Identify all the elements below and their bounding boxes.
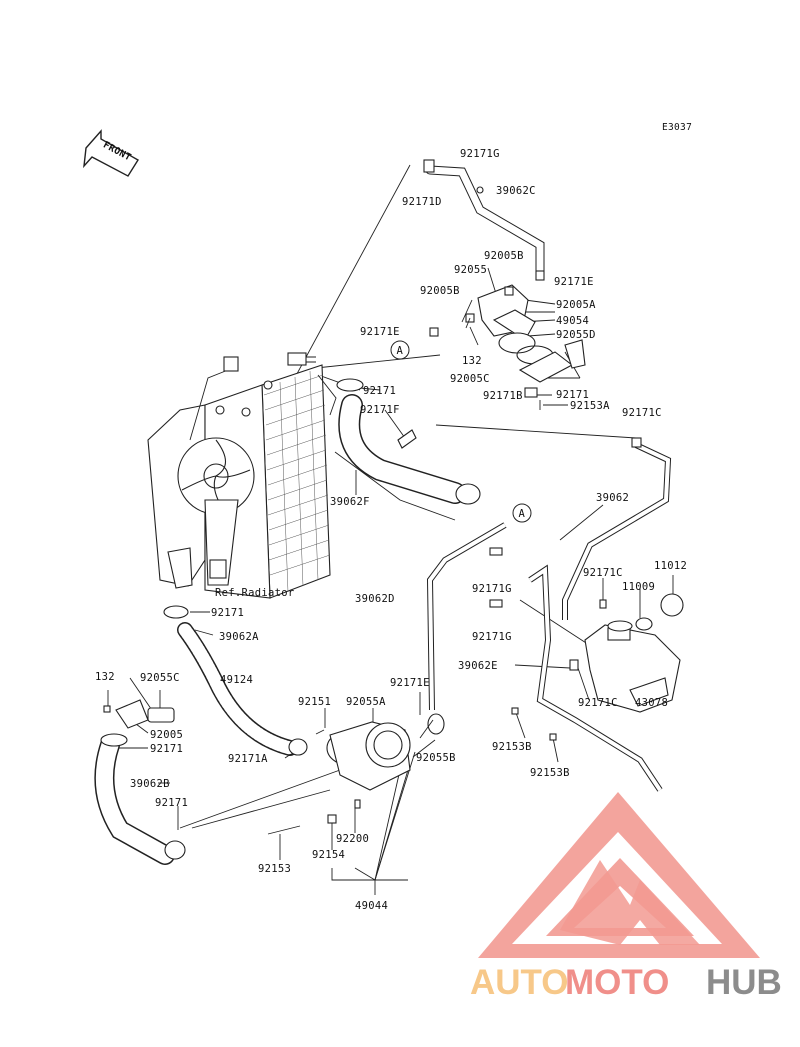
hose-39062d — [426, 522, 507, 711]
part-label: 92153B — [492, 741, 532, 753]
watermark-auto: AUTO — [470, 963, 569, 1002]
automotohub-logo-icon — [478, 792, 760, 958]
hose-39062a — [163, 605, 308, 756]
part-label: 92151 — [298, 696, 331, 708]
part-label: 49044 — [355, 900, 388, 912]
part-label: 92171 — [155, 797, 188, 809]
part-label: 92171A — [228, 753, 268, 765]
part-label: 92171G — [472, 583, 512, 595]
hose-39062b — [94, 699, 186, 865]
hose-39062c — [423, 159, 545, 280]
radiator-assembly — [147, 352, 331, 599]
part-label: 92153 — [258, 863, 291, 875]
part-label: 11012 — [654, 560, 687, 572]
part-label: 92055D — [556, 329, 596, 341]
part-label: 132 — [95, 671, 115, 683]
part-label: 92055C — [140, 672, 180, 684]
part-label: 39062C — [496, 185, 536, 197]
callout-a-lower: A — [512, 503, 532, 523]
part-label: 92153A — [570, 400, 610, 412]
part-label: 92055B — [416, 752, 456, 764]
part-label: 92154 — [312, 849, 345, 861]
callout-a-lower-label: A — [519, 508, 526, 520]
part-label: 92171E — [554, 276, 594, 288]
part-label: 92171C — [622, 407, 662, 419]
part-labels: E3037 92171G 92171D 39062C 92005B 92055 … — [95, 122, 692, 912]
part-label: 92171B — [483, 390, 523, 402]
part-label: 92055 — [454, 264, 487, 276]
part-label: 92171 — [150, 743, 183, 755]
part-label: 92005B — [484, 250, 524, 262]
part-label: 92005 — [150, 729, 183, 741]
part-label: 43078 — [635, 697, 668, 709]
part-label: 39062D — [355, 593, 395, 605]
part-label: 132 — [462, 355, 482, 367]
part-label: 39062A — [219, 631, 259, 643]
part-label: 92171C — [578, 697, 618, 709]
part-label: 92171D — [402, 196, 442, 208]
part-label: 92171F — [360, 404, 400, 416]
hose-39062f — [317, 374, 481, 505]
part-label: 92055A — [346, 696, 386, 708]
part-label: 39062F — [330, 496, 370, 508]
watermark-wordmark: AUTO MOTO HUB — [470, 963, 782, 1002]
callout-a-upper: A — [390, 340, 410, 360]
diagram-code: E3037 — [662, 122, 692, 133]
part-label: 39062E — [458, 660, 498, 672]
part-label: 92171E — [360, 326, 400, 338]
ref-radiator-label: Ref.Radiator — [215, 587, 294, 599]
callout-a-upper-label: A — [397, 345, 404, 357]
watermark-hub: HUB — [706, 963, 782, 1002]
part-label: 92200 — [336, 833, 369, 845]
part-label: 92005C — [450, 373, 490, 385]
water-pump — [267, 713, 445, 835]
part-label: 92171G — [460, 148, 500, 160]
front-direction-arrow-icon: FRONT — [83, 129, 139, 177]
part-label: 92005A — [556, 299, 596, 311]
hose-39062e — [489, 547, 663, 792]
thermostat-housing — [429, 270, 586, 410]
part-label: 92171G — [472, 631, 512, 643]
part-label: 49054 — [556, 315, 589, 327]
part-label: 39062B — [130, 778, 170, 790]
hose-39062 — [562, 437, 672, 620]
part-label: 92171C — [583, 567, 623, 579]
part-label: 92153B — [530, 767, 570, 779]
part-label: 92171 — [211, 607, 244, 619]
part-label: 92171 — [556, 389, 589, 401]
part-label: 92171E — [390, 677, 430, 689]
part-label: 92171 — [363, 385, 396, 397]
watermark-moto: MOTO — [565, 963, 669, 1002]
part-label: 49124 — [220, 674, 253, 686]
part-label: 11009 — [622, 581, 655, 593]
reservoir-tank — [511, 593, 684, 741]
part-label: 92005B — [420, 285, 460, 297]
part-label: 39062 — [596, 492, 629, 504]
